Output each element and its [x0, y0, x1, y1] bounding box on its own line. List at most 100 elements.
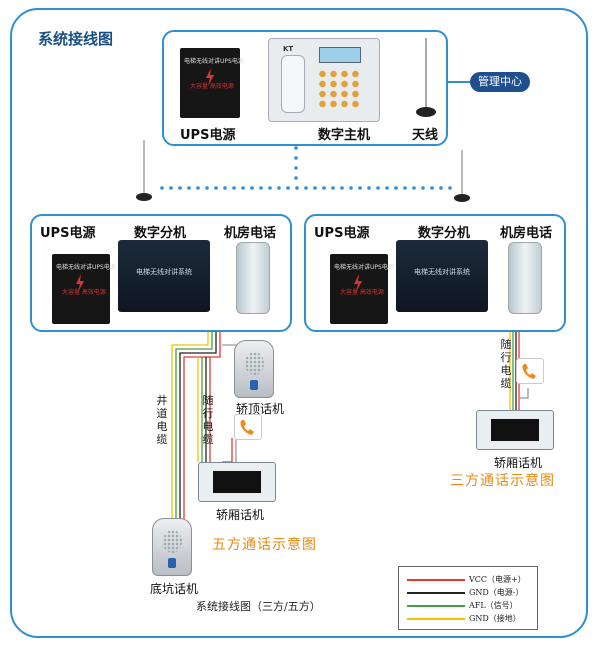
three-party-cables: [509, 326, 529, 410]
right-ups-device-red-text: 大容量 高效电源: [340, 289, 384, 296]
handset-icon: [516, 358, 544, 384]
right-room-phone-label: 机房电话: [500, 226, 553, 241]
wireless-dot: [214, 186, 218, 190]
wireless-dot: [376, 186, 380, 190]
speaker-grill: [244, 352, 264, 375]
right-ext-device: 电梯无线对讲系统: [396, 240, 488, 312]
right-antenna: [454, 150, 470, 202]
wireless-dot: [331, 186, 335, 190]
wireless-dot: [313, 186, 317, 190]
car-phone-device: [198, 462, 276, 502]
wireless-dot: [322, 186, 326, 190]
car-phone-core: [490, 419, 540, 441]
left-antenna: [136, 140, 152, 201]
left-ups-device-red-text: 大容量 高效电源: [62, 289, 106, 296]
wireless-dot: [358, 186, 362, 190]
legend-swatch: [407, 605, 465, 607]
car-phone-label: 轿厢话机: [216, 508, 265, 522]
legend-label: GND（接地）: [469, 614, 521, 623]
left-ups-device: 电梯无线对讲UPS电源 大容量 高效电源: [52, 254, 116, 324]
wireless-dot: [223, 186, 227, 190]
wireless-dot: [268, 186, 272, 190]
car-top-phone-label: 轿顶话机: [236, 402, 285, 416]
top-antenna-icon: [416, 38, 436, 117]
lightning-icon: [206, 68, 214, 86]
host-keypad: [317, 69, 363, 109]
wireless-dot: [448, 186, 452, 190]
right-ups-label: UPS电源: [314, 226, 370, 241]
call-button: [250, 380, 258, 391]
legend-label: VCC（电源+）: [469, 575, 526, 584]
host-lcd: [319, 47, 361, 63]
legend-label: GND（电源-）: [469, 588, 524, 597]
right-car-phone-device: [476, 410, 554, 450]
legend-swatch: [407, 579, 465, 581]
wireless-dot: [367, 186, 371, 190]
wireless-dot: [187, 186, 191, 190]
speaker-grill: [162, 530, 182, 553]
wireless-dot: [385, 186, 389, 190]
top-antenna-label: 天线: [412, 128, 439, 143]
lightning-icon: [354, 274, 362, 292]
right-room-phone: [508, 242, 542, 314]
left-ext-device-text: 电梯无线对讲系统: [136, 268, 192, 277]
wireless-dot: [196, 186, 200, 190]
host-handset: [281, 55, 305, 113]
wireless-dot: [295, 186, 299, 190]
wireless-dot: [412, 186, 416, 190]
mgmt-center-button[interactable]: 管理中心: [470, 72, 530, 92]
pit-phone-device: [152, 518, 192, 576]
host-device: KT: [268, 38, 380, 122]
wireless-dot: [259, 186, 263, 190]
call-button: [168, 558, 176, 569]
wireless-dot: [349, 186, 353, 190]
handset-icon: [234, 414, 262, 440]
wireless-dot: [232, 186, 236, 190]
left-ups-device-text: 电梯无线对讲UPS电源: [56, 264, 116, 271]
car-phone-core: [212, 471, 262, 493]
diagram-title: 系统接线图: [38, 30, 114, 48]
wireless-dot: [286, 186, 290, 190]
wireless-dot: [430, 186, 434, 190]
right-ups-device: 电梯无线对讲UPS电源 大容量 高效电源: [330, 254, 394, 324]
wireless-dot: [169, 186, 173, 190]
wireless-dot: [304, 186, 308, 190]
left-ext-device: 电梯无线对讲系统: [118, 240, 210, 312]
wireless-dot: [277, 186, 281, 190]
wireless-link: [294, 146, 298, 180]
wireless-dot: [205, 186, 209, 190]
host-brand: KT: [283, 45, 294, 53]
five-party-caption: 五方通话示意图: [212, 537, 317, 553]
top-ups-label: UPS电源: [180, 128, 236, 143]
travel-cable-label: 随 行 电 缆: [202, 394, 214, 446]
wire-legend: VCC（电源+） GND（电源-） AFL（信号） GND（接地）: [398, 566, 538, 630]
right-ext-device-text: 电梯无线对讲系统: [414, 268, 470, 277]
legend-label: AFL（信号）: [469, 601, 518, 610]
right-ext-label: 数字分机: [418, 226, 471, 241]
legend-swatch: [407, 618, 465, 620]
three-party-caption: 三方通话示意图: [450, 473, 555, 489]
right-car-phone-label: 轿厢话机: [494, 456, 543, 470]
wireless-dot: [439, 186, 443, 190]
five-party-cables: [171, 332, 241, 520]
wireless-dot: [421, 186, 425, 190]
left-room-phone: [236, 242, 270, 314]
left-room-phone-label: 机房电话: [224, 226, 277, 241]
wireless-dot: [394, 186, 398, 190]
car-top-phone-device: [234, 340, 274, 398]
ups-device-top: 电梯无线对讲UPS电源 大容量 高效电源: [180, 48, 244, 118]
wireless-link-horizontal: [160, 186, 452, 190]
pit-phone-label: 底坑话机: [150, 582, 199, 596]
right-travel-cable-label: 随 行 电 缆: [500, 338, 512, 390]
left-ext-label: 数字分机: [134, 226, 187, 241]
ups-device-red-text: 大容量 高效电源: [190, 83, 234, 90]
ups-device-text: 电梯无线对讲UPS电源: [184, 58, 244, 65]
wireless-dot: [178, 186, 182, 190]
wireless-dot: [340, 186, 344, 190]
outer-frame: [10, 8, 588, 638]
wireless-dot: [160, 186, 164, 190]
shaft-cable-label: 井 道 电 缆: [156, 394, 168, 446]
wireless-dot: [403, 186, 407, 190]
wireless-dot: [241, 186, 245, 190]
